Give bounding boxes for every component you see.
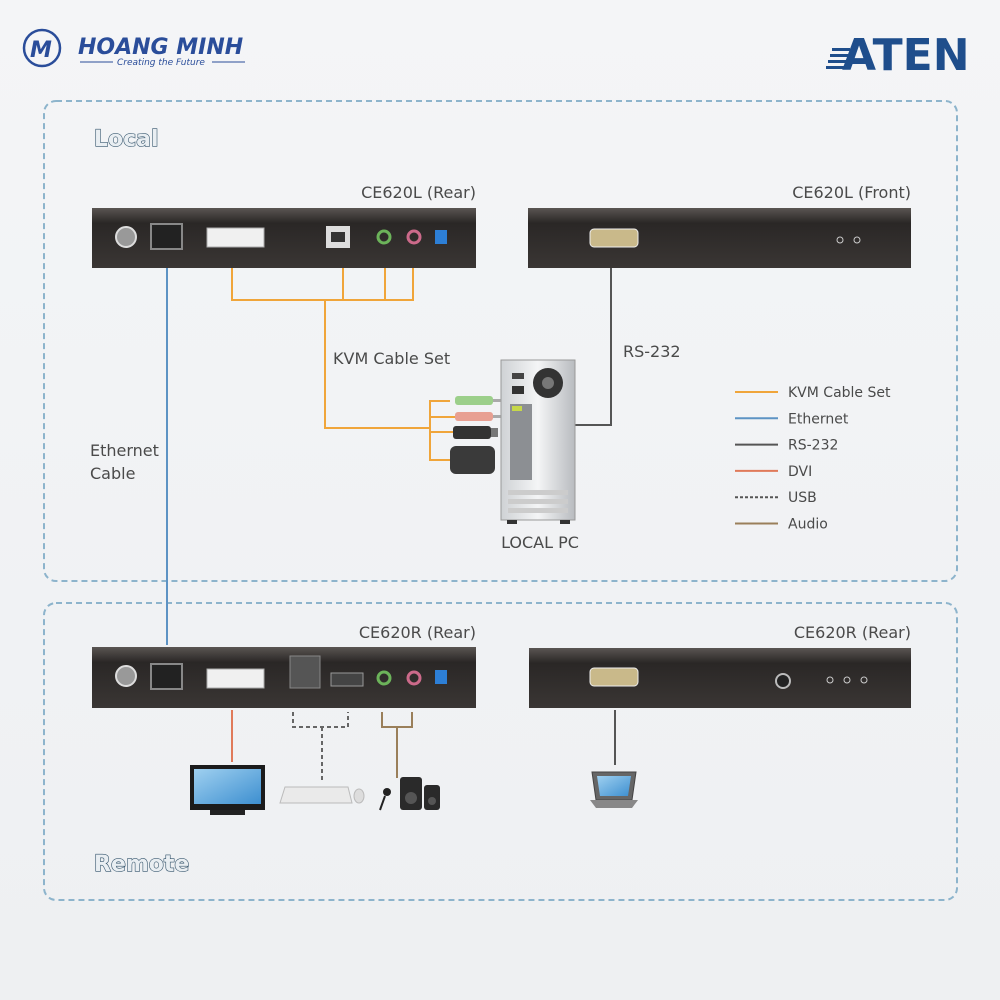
legend-label: USB (788, 490, 817, 506)
local-section-box (43, 100, 958, 582)
monitor-icon (190, 765, 265, 815)
kvm-connectors-icon (450, 396, 501, 474)
kvm-cable-set (231, 268, 455, 461)
usb-a-dual-port-icon (289, 655, 321, 689)
svg-text:M: M (30, 38, 52, 63)
legend-label: KVM Cable Set (788, 385, 891, 401)
ce620r-second-device (529, 648, 911, 708)
remote-section-box (43, 602, 958, 901)
rs232-cable-local (573, 268, 612, 426)
usb-a-port-icon (330, 672, 364, 687)
dip-switch-icon (435, 230, 447, 244)
power-jack-icon (115, 226, 137, 248)
mic-jack-icon (406, 229, 422, 245)
ce620l-front-label: CE620L (Front) (792, 183, 911, 202)
audio-out-jack-icon (376, 670, 392, 686)
svg-text:ATEN: ATEN (842, 30, 970, 81)
aten-logo: ATEN (826, 30, 970, 81)
legend-item: Ethernet (735, 411, 849, 427)
dvi-port-icon (206, 668, 265, 689)
rj45-port-icon (150, 223, 183, 250)
legend-label: DVI (788, 464, 812, 480)
ethernet-cable-label-line2: Cable (90, 464, 135, 483)
ce620r-second-label: CE620R (Rear) (794, 623, 911, 642)
audio-out-jack-icon (376, 229, 392, 245)
ce620r-rear-label: CE620R (Rear) (359, 623, 476, 642)
rs232-port-icon (589, 228, 639, 248)
svg-text:Creating the Future: Creating the Future (117, 58, 205, 68)
microphone-speakers-icon (379, 777, 440, 811)
ethernet-cable-label-line1: Ethernet (90, 441, 159, 460)
legend-label: Ethernet (788, 411, 849, 427)
audio-cable (381, 712, 413, 778)
button-icon (775, 673, 791, 689)
ce620l-rear-label: CE620L (Rear) (361, 183, 476, 202)
dip-switch-icon (435, 670, 447, 684)
mic-jack-icon (406, 670, 422, 686)
rs232-port-icon (589, 667, 639, 687)
dvi-port-icon (206, 227, 265, 248)
legend-item: Audio (735, 517, 828, 533)
local-pc-label: LOCAL PC (501, 533, 579, 552)
remote-section-title: Remote (94, 852, 189, 877)
ce620l-rear-device (92, 208, 476, 268)
svg-text:HOANG MINH: HOANG MINH (78, 35, 243, 60)
legend-item: DVI (735, 464, 812, 480)
power-jack-icon (115, 665, 137, 687)
ce620l-front-device (528, 208, 911, 268)
kvm-cable-label: KVM Cable Set (333, 349, 450, 368)
rs232-label: RS-232 (623, 342, 681, 361)
ce620r-rear-device (92, 647, 476, 708)
hoang-minh-logo: M HOANG MINH Creating the Future (22, 28, 245, 68)
local-pc-icon (500, 359, 576, 524)
legend-item: USB (735, 490, 817, 506)
legend-label: Audio (788, 517, 828, 533)
local-section-title: Local (94, 127, 159, 152)
rj45-port-icon (150, 663, 183, 690)
usb-cable (292, 712, 349, 782)
legend-label: RS-232 (788, 438, 838, 454)
legend-item: KVM Cable Set (735, 385, 891, 401)
touch-panel-icon (590, 771, 638, 808)
legend-item: RS-232 (735, 438, 838, 454)
keyboard-mouse-icon (279, 786, 365, 804)
